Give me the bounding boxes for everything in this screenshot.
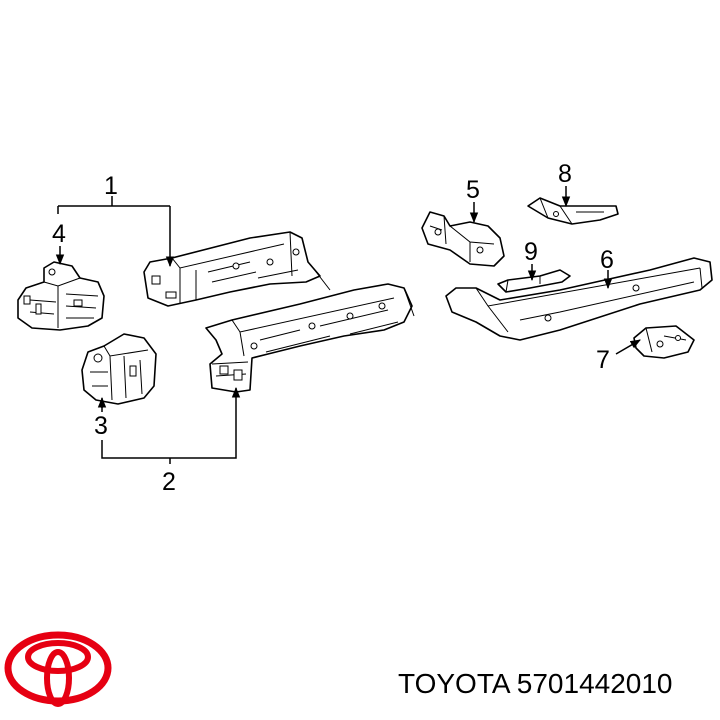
callout-6: 6 (600, 246, 614, 274)
brand-name: TOYOTA (398, 668, 509, 699)
part-3[interactable] (81, 333, 157, 405)
part-5[interactable] (421, 211, 505, 267)
part-6[interactable] (445, 257, 713, 341)
callout-3: 3 (94, 412, 108, 440)
callout-2: 2 (162, 468, 176, 496)
part-number: 5701442010 (516, 668, 673, 699)
part-9[interactable] (497, 269, 571, 293)
callout-5: 5 (466, 176, 480, 204)
part-caption: TOYOTA 5701442010 (398, 668, 673, 700)
callout-8: 8 (558, 160, 572, 188)
callout-7: 7 (596, 346, 610, 374)
part-4[interactable] (17, 261, 105, 331)
callout-4: 4 (52, 220, 66, 248)
toyota-logo-icon (4, 631, 112, 707)
callout-1: 1 (104, 172, 118, 200)
part-2[interactable] (205, 283, 415, 393)
callout-9: 9 (524, 238, 538, 266)
part-1[interactable] (143, 231, 331, 307)
part-7[interactable] (633, 325, 695, 359)
part-8[interactable] (527, 197, 619, 225)
